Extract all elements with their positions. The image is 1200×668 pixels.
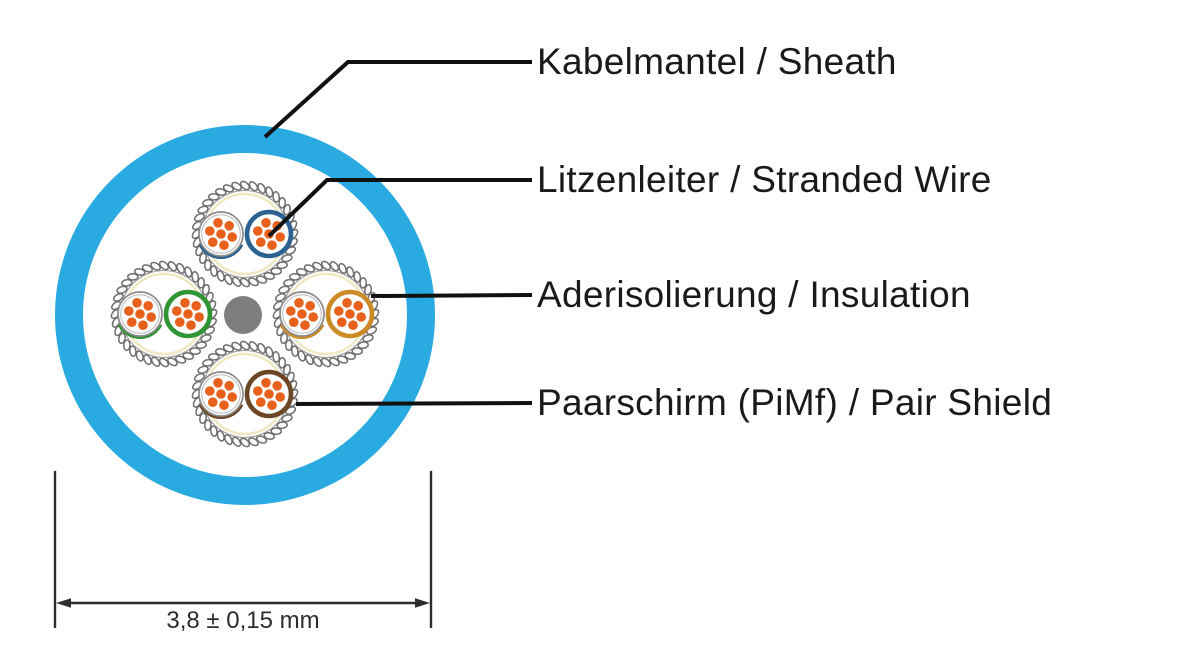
stranded-wire-dots — [253, 218, 285, 250]
leader-line-pair-shield — [295, 401, 533, 406]
label-litzenleiter-stranded-wire: Litzenleiter / Stranded Wire — [537, 159, 992, 200]
pair-shield-braid — [272, 260, 380, 368]
foil-arc-top — [206, 192, 284, 222]
white-wire-color-arc — [198, 243, 244, 259]
pair-shield-braid — [191, 340, 299, 448]
leader-line-insulation — [370, 293, 533, 298]
leader-line-stranded-wire — [267, 178, 532, 238]
foil-arc-top — [125, 272, 203, 302]
dimension-label: 3,8 ± 0,15 mm — [166, 607, 320, 634]
wire-insulation-white-inner — [201, 374, 241, 414]
foil-arc-bottom — [206, 246, 284, 276]
stranded-wire-dots — [205, 218, 237, 250]
foil-arc-bottom — [206, 406, 284, 436]
white-wire-color-arc — [117, 323, 163, 339]
wire-insulation-white-inner — [282, 294, 322, 334]
label-paarschirm-pair-shield: Paarschirm (PiMf) / Pair Shield — [537, 382, 1053, 423]
twisted-pair-brown — [191, 340, 299, 448]
center-filler — [224, 296, 262, 334]
foil-arc-top — [287, 272, 365, 302]
dimension-lines — [53, 471, 433, 628]
twisted-pair-blue — [191, 180, 299, 288]
label-kabelmantel-sheath: Kabelmantel / Sheath — [537, 41, 897, 82]
foil-arc-bottom — [287, 326, 365, 356]
dimension-arrow-left — [56, 598, 71, 608]
stranded-wire-dots — [253, 378, 285, 410]
white-wire-color-arc — [198, 403, 244, 419]
foil-arc-top — [206, 352, 284, 382]
stranded-wire-dots — [334, 298, 366, 330]
twisted-pair-orange — [272, 260, 380, 368]
stranded-wire-dots — [172, 298, 204, 330]
dimension-arrow-right — [415, 598, 430, 608]
white-wire-color-arc — [279, 323, 325, 339]
stranded-wire-dots — [205, 378, 237, 410]
wire-insulation-white-inner — [201, 214, 241, 254]
foil-arc-bottom — [125, 326, 203, 356]
wire-insulation-white-inner — [120, 294, 160, 334]
twisted-pair-green — [110, 260, 218, 368]
stranded-wire-dots — [124, 298, 156, 330]
pair-shield-braid — [191, 180, 299, 288]
label-aderisolierung-insulation: Aderisolierung / Insulation — [537, 274, 971, 315]
stranded-wire-dots — [286, 298, 318, 330]
leader-line-sheath — [263, 60, 532, 139]
cable-sheath-ring — [55, 125, 435, 505]
